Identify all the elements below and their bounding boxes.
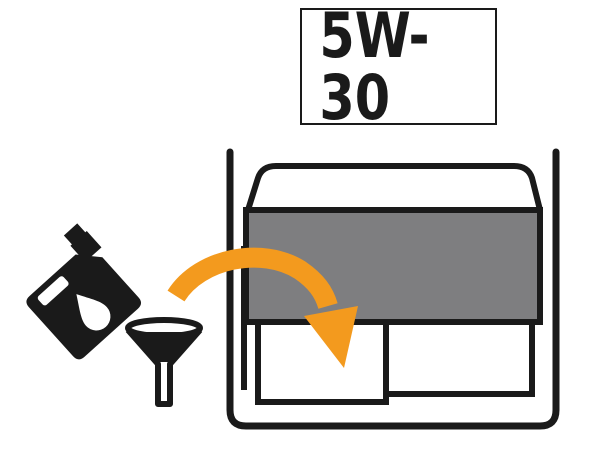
oil-grade-label: 5W-30 <box>300 4 497 128</box>
pour-arrow-icon <box>167 247 358 368</box>
oil-grade-text: 5W-30 <box>319 0 430 134</box>
oil-bottle-icon <box>26 223 142 360</box>
fuel-tank-panel <box>243 207 543 325</box>
control-compartment <box>383 319 535 397</box>
generator-icon <box>226 148 560 430</box>
funnel-icon <box>125 317 203 407</box>
